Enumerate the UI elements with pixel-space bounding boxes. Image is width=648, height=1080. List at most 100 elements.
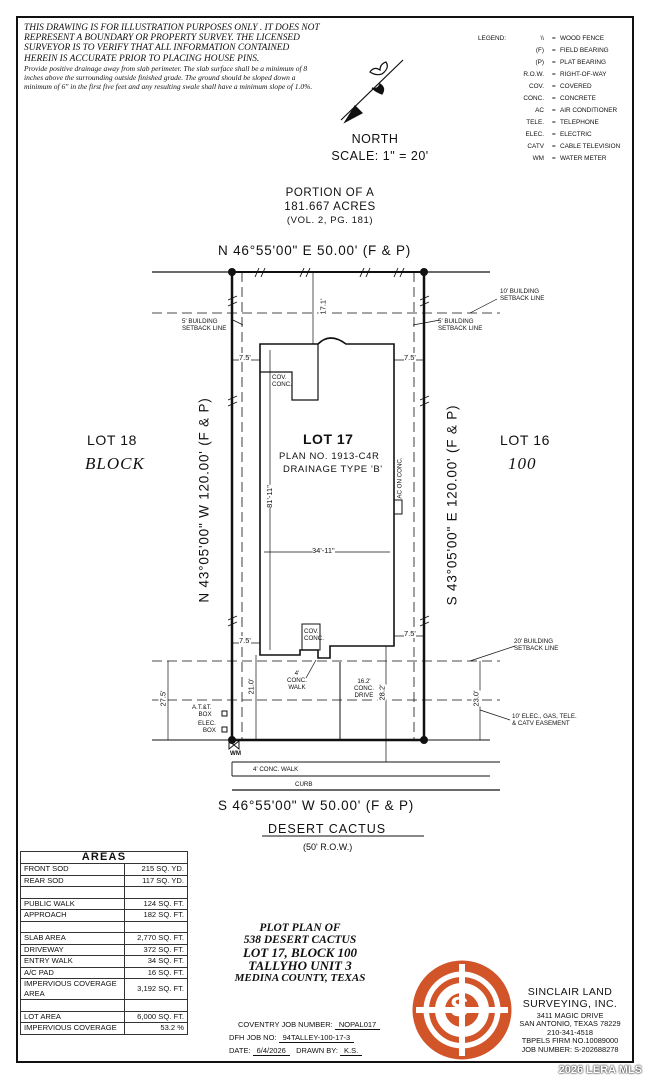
title-line1: PLOT PLAN OF [259, 922, 341, 934]
easement-text1: 10' ELEC., GAS, TELE. [512, 713, 577, 720]
legend-row: CONC.=CONCRETE [510, 93, 640, 105]
right-setback-text1: 5' BUILDING [438, 318, 474, 325]
dim-front-27: 27.5' [158, 690, 168, 707]
area-label: PUBLIC WALK [20, 897, 125, 910]
legend-row: (P)=PLAT BEARING [510, 57, 640, 69]
att-text1: A.T.&T. [192, 704, 212, 711]
title-address: 538 DESERT CACTUS [243, 934, 357, 946]
area-value: 6,000 SQ. FT. [124, 1010, 188, 1023]
area-label: IMPERVIOUS COVERAGE [20, 1022, 125, 1035]
coventry-value: NOPAL017 [334, 1020, 381, 1030]
scale-label: SCALE: 1" = 20' [331, 149, 429, 163]
dim-house-depth: 81'-11" [264, 485, 274, 508]
portion-line1: PORTION OF A [285, 187, 375, 199]
area-label: DRIVEWAY [20, 943, 125, 956]
disclaimer-text: THIS DRAWING IS FOR ILLUSTRATION PURPOSE… [24, 23, 320, 64]
legend-equals: = [552, 71, 556, 78]
legend-symbol: \\ [540, 35, 544, 42]
area-value: 372 SQ. FT. [124, 943, 188, 956]
curb-label: CURB [295, 781, 313, 788]
date-value: 6/4/2026 [252, 1046, 290, 1056]
dim-front-23: 23.0' [471, 690, 481, 707]
legend-row: COV.=COVERED [510, 81, 640, 93]
area-value [124, 920, 188, 933]
cov-text-bottom: COV. [304, 628, 319, 635]
legend-desc: ELECTRIC [560, 131, 592, 138]
legend-equals: = [552, 107, 556, 114]
bearing-right: S 43°05'00" E 120.00' (F & P) [444, 404, 460, 606]
disclaimer: THIS DRAWING IS FOR ILLUSTRATION PURPOSE… [24, 23, 324, 91]
area-label [20, 999, 125, 1012]
area-value: 215 SQ. YD. [124, 863, 188, 876]
area-label [20, 886, 125, 899]
block-label: BLOCK [85, 454, 145, 473]
bearing-left: N 43°05'00" W 120.00' (F & P) [196, 397, 212, 603]
legend-row: TELE.=TELEPHONE [510, 117, 640, 129]
company-name2: SURVEYING, INC. [522, 998, 618, 1010]
legend-desc: CABLE TELEVISION [560, 143, 621, 150]
water-meter-icon [228, 739, 240, 751]
house-footprint [259, 337, 403, 659]
wood-fence-marks [227, 267, 430, 627]
legend-row: ELEC.=ELECTRIC [510, 129, 640, 141]
legend-row: AC = AIR CONDITIONER [510, 105, 640, 117]
company-name1: SINCLAIR LAND [527, 986, 613, 998]
elec-text2: BOX [202, 727, 216, 734]
dim-side-tr: 7.5' [404, 353, 416, 362]
legend-desc: AIR CONDITIONER [560, 107, 618, 114]
watermark: 2026 LERA MLS [558, 1064, 642, 1076]
company-address: 3411 MAGIC DRIVE SAN ANTONIO, TEXAS 7822… [505, 1011, 635, 1054]
dfh-job: DFH JOB NO: 94TALLEY-100-17-3 [229, 1033, 355, 1043]
title-block: PLOT PLAN OF 538 DESERT CACTUS LOT 17, B… [200, 922, 400, 984]
legend-symbol: AC [535, 107, 544, 114]
entry-walk-label: 4'CONC.WALK [287, 670, 307, 691]
front-setback-text1: 20' BUILDING [514, 638, 554, 645]
lot-16-label: LOT 16 [500, 432, 551, 448]
drive-text: DRIVE [354, 692, 374, 699]
cov-conc-top: COV.CONC. [272, 374, 292, 388]
legend-equals: = [552, 131, 556, 138]
north-label: NORTH [351, 132, 399, 146]
area-value: 124 SQ. FT. [124, 897, 188, 910]
area-label: IMPERVIOUS COVERAGE AREA [20, 978, 125, 1000]
dim-rear: 17.1' [318, 298, 328, 315]
legend-desc: TELEPHONE [560, 119, 599, 126]
legend-symbol: (F) [535, 47, 544, 54]
water-meter-label: WM [230, 750, 241, 757]
legend-equals: = [552, 47, 556, 54]
lot-18-label: LOT 18 [87, 432, 138, 448]
elec-text1: ELEC. [198, 720, 216, 727]
rear-setback-text2: SETBACK LINE [500, 295, 545, 302]
area-label [20, 920, 125, 933]
plan-number: PLAN NO. 1913-C4R [279, 451, 380, 462]
area-value [124, 886, 188, 899]
area-value: 117 SQ. YD. [124, 874, 188, 887]
company-name: SINCLAIR LAND SURVEYING, INC. [505, 986, 635, 1010]
company-city: SAN ANTONIO, TEXAS 78229 [519, 1019, 621, 1029]
dfh-label: DFH JOB NO: [229, 1033, 277, 1042]
left-setback-text1: 5' BUILDING [182, 318, 218, 325]
portion-line3: (VOL. 2, PG. 181) [286, 215, 374, 226]
rear-setback-text1: 10' BUILDING [500, 288, 540, 295]
legend-desc: CONCRETE [560, 95, 596, 102]
legend-symbol: CATV [527, 143, 544, 150]
drive-conc: CONC. [354, 685, 374, 692]
dim-side-br: 7.5' [404, 629, 416, 638]
area-label: APPROACH [20, 909, 125, 922]
ac-on-conc-label: AC ON CONC. [396, 457, 404, 499]
area-label: ENTRY WALK [20, 955, 125, 968]
legend-desc: FIELD BEARING [560, 47, 609, 54]
legend-symbol: COV. [528, 83, 544, 90]
drawn-label: DRAWN BY: [296, 1046, 338, 1055]
coventry-job: COVENTRY JOB NUMBER: NOPAL017 [238, 1020, 381, 1030]
